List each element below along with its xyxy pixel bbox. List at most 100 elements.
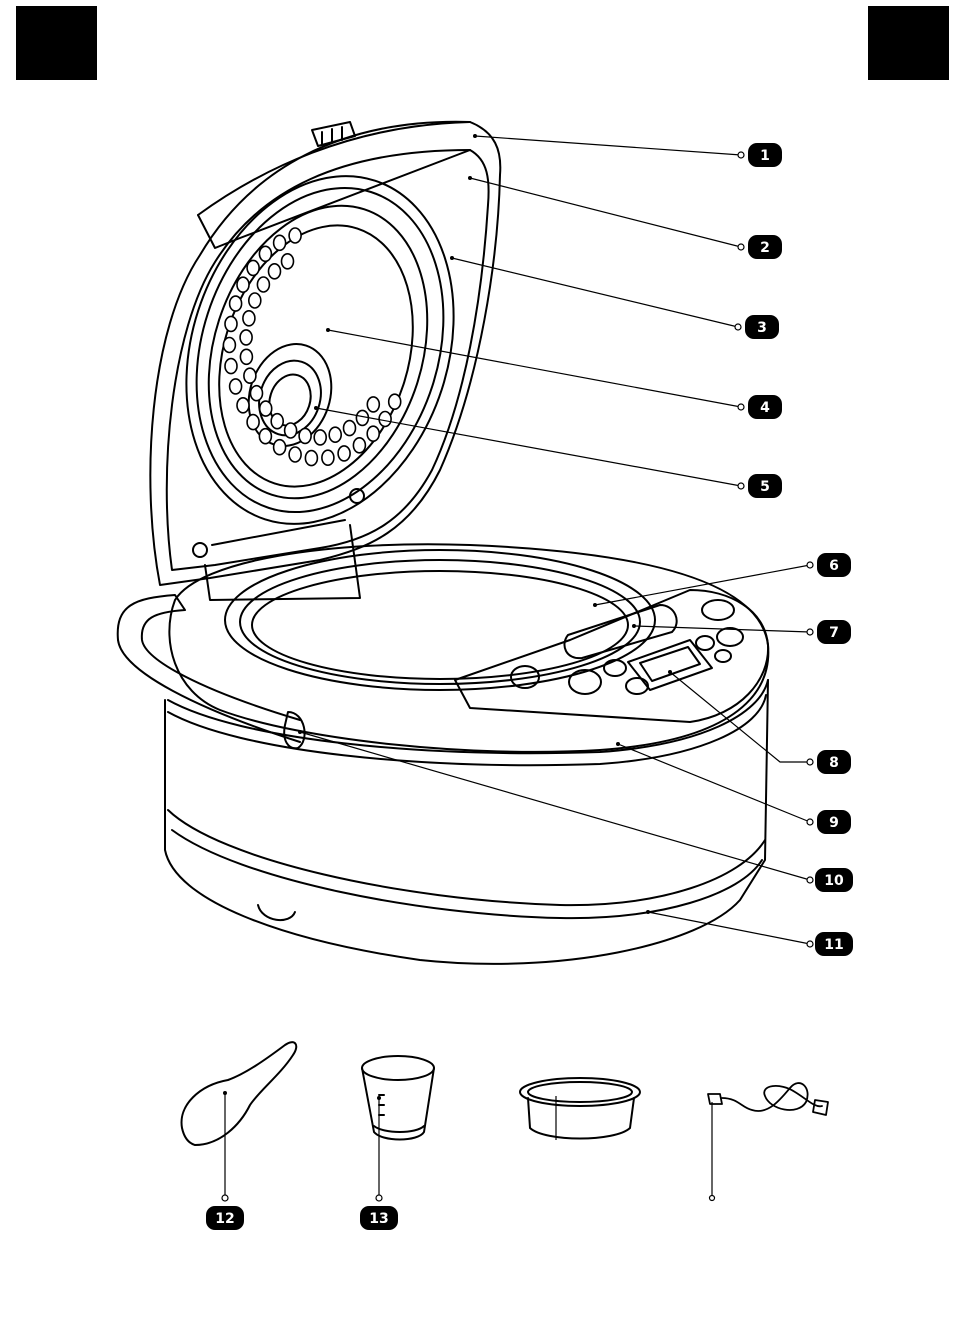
steam-hole xyxy=(257,277,269,292)
badge-label: 12 xyxy=(215,1211,234,1227)
leader-anchor-1 xyxy=(473,134,477,138)
badge-label: 2 xyxy=(760,240,770,256)
leader-end-2 xyxy=(738,244,744,250)
steam-hole xyxy=(240,349,252,364)
steam-hole xyxy=(322,450,334,465)
carry-handle xyxy=(118,595,305,748)
leader-anchor-9 xyxy=(616,742,620,746)
callout-badge-7: 7 xyxy=(817,620,851,644)
steam-hole xyxy=(259,246,271,261)
badge-label: 7 xyxy=(829,625,839,641)
steam-hole xyxy=(240,330,252,345)
steam-hole xyxy=(237,398,249,413)
leader-end-5 xyxy=(738,483,744,489)
cooker-body xyxy=(165,544,768,964)
callout-badge-4: 4 xyxy=(748,395,782,419)
steam-hole xyxy=(230,379,242,394)
inner-pot xyxy=(520,1078,640,1139)
power-cord xyxy=(708,1083,828,1115)
steam-hole xyxy=(299,428,311,443)
callout-badge-11: 11 xyxy=(815,932,853,956)
steam-hole xyxy=(314,430,326,445)
steam-hole xyxy=(259,429,271,444)
badge-label: 1 xyxy=(760,148,770,164)
rice-spoon xyxy=(182,1042,297,1145)
leader-anchor-13 xyxy=(377,1096,381,1100)
badge-label: 6 xyxy=(829,558,839,574)
steam-hole xyxy=(271,414,283,429)
steam-hole xyxy=(285,423,297,438)
steam-hole xyxy=(356,410,368,425)
steam-hole xyxy=(282,254,294,269)
steam-hole xyxy=(379,412,391,427)
callout-badge-12: 12 xyxy=(206,1206,244,1230)
leader-end-10 xyxy=(807,877,813,883)
leader-anchor-11 xyxy=(646,910,650,914)
leader-anchor-12 xyxy=(223,1091,227,1095)
callout-badge-10: 10 xyxy=(815,868,853,892)
steam-hole xyxy=(260,401,272,416)
badge-label: 3 xyxy=(757,320,767,336)
steam-hole xyxy=(289,228,301,243)
steam-hole xyxy=(225,316,237,331)
leader-anchor-3 xyxy=(450,256,454,260)
leader-end-4 xyxy=(738,404,744,410)
steam-hole xyxy=(338,446,350,461)
steam-hole xyxy=(353,438,365,453)
steam-hole xyxy=(274,440,286,455)
badge-label: 13 xyxy=(369,1211,388,1227)
steam-hole xyxy=(237,277,249,292)
steam-hole xyxy=(223,338,235,353)
leader-line-3 xyxy=(452,258,738,327)
steam-hole xyxy=(247,415,259,430)
lid xyxy=(143,122,500,600)
badge-label: 9 xyxy=(829,815,839,831)
leader-end-7 xyxy=(807,629,813,635)
steam-hole xyxy=(367,397,379,412)
leader-anchor-8 xyxy=(668,670,672,674)
leader-end-13 xyxy=(376,1195,382,1201)
steam-holes xyxy=(223,228,400,466)
callout-badge-2: 2 xyxy=(748,235,782,259)
steam-hole xyxy=(305,451,317,466)
steam-hole xyxy=(289,447,301,462)
callout-badge-1: 1 xyxy=(748,143,782,167)
steam-hole xyxy=(269,264,281,279)
leader-line-9 xyxy=(618,744,810,822)
steam-hole xyxy=(230,296,242,311)
badge-label: 11 xyxy=(824,937,843,953)
steam-hole xyxy=(225,359,237,374)
steam-hole xyxy=(329,427,341,442)
badge-label: 8 xyxy=(829,755,839,771)
leader-end-11 xyxy=(807,941,813,947)
leader-line-2 xyxy=(470,178,741,247)
leader-line-1 xyxy=(475,136,741,155)
callout-badge-3: 3 xyxy=(745,315,779,339)
leader-end-3 xyxy=(735,324,741,330)
steam-hole xyxy=(244,368,256,383)
leader-end-9 xyxy=(807,819,813,825)
leader-end-cord xyxy=(710,1196,715,1201)
leader-end-12 xyxy=(222,1195,228,1201)
callout-badge-8: 8 xyxy=(817,750,851,774)
steam-hole xyxy=(389,394,401,409)
steam-hole xyxy=(251,386,263,401)
steam-hole xyxy=(367,426,379,441)
leader-end-6 xyxy=(807,562,813,568)
badge-label: 5 xyxy=(760,479,770,495)
steam-hole xyxy=(249,293,261,308)
leader-anchor-5 xyxy=(314,406,318,410)
badge-label: 10 xyxy=(824,873,844,889)
leader-line-7 xyxy=(634,626,810,632)
leader-anchor-2 xyxy=(468,176,472,180)
callout-badge-6: 6 xyxy=(817,553,851,577)
badge-label: 4 xyxy=(760,400,770,416)
leader-anchor-7 xyxy=(632,624,636,628)
leader-end-8 xyxy=(807,759,813,765)
steam-hole xyxy=(344,421,356,436)
steam-hole xyxy=(247,260,259,275)
leader-anchor-4 xyxy=(326,328,330,332)
steam-hole xyxy=(243,311,255,326)
leader-line-10 xyxy=(300,732,810,880)
